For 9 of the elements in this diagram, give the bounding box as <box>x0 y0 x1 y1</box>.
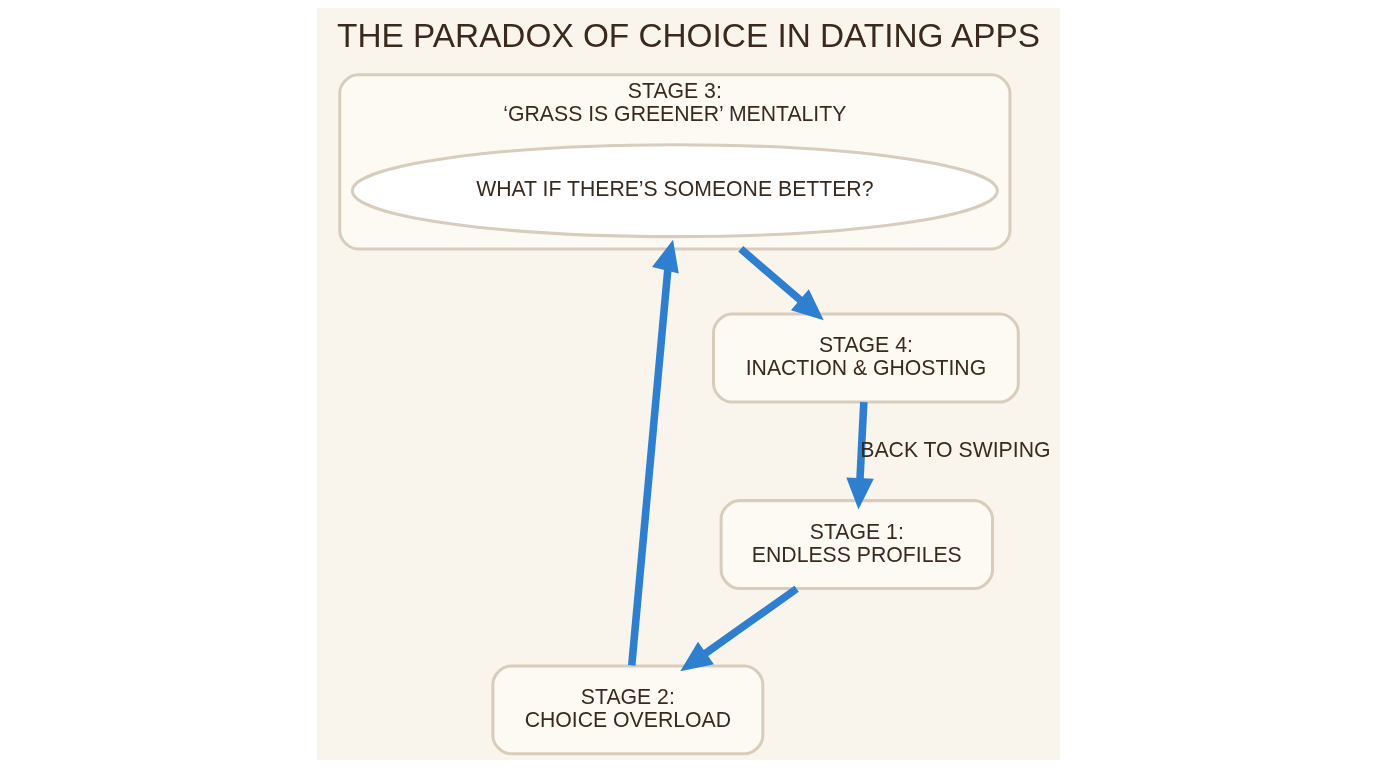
node-ellipse: WHAT IF THERE’S SOMEONE BETTER? <box>350 143 999 239</box>
diagram-title: THE PARADOX OF CHOICE IN DATING APPS <box>336 16 1040 54</box>
arrow <box>679 585 799 672</box>
node-box: STAGE 1: ENDLESS PROFILES <box>719 499 994 591</box>
node-box: STAGE 4: INACTION & GHOSTING <box>711 312 1020 404</box>
arrow <box>627 239 679 666</box>
node-box: STAGE 2: CHOICE OVERLOAD <box>490 664 764 756</box>
arrow <box>845 401 874 510</box>
arrow <box>737 246 824 321</box>
